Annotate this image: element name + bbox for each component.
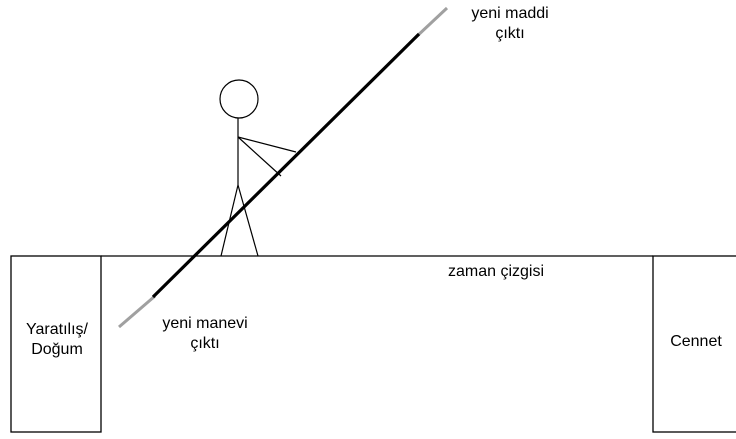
start-box-label-line-1: Yaratılış/ [26,321,88,338]
material-output-label-line-1: yeni maddi [471,5,549,22]
spiritual-output-label: yeni manevi çıktı [140,314,270,354]
start-box-label-line-2: Doğum [31,341,83,358]
material-output-label: yeni maddi çıktı [450,4,570,44]
stick-figure [219,79,297,257]
spiritual-output-label-line-2: çıktı [190,335,220,352]
start-box [10,255,102,433]
figure-leg-left [220,184,239,257]
end-box [652,255,736,433]
start-box-label: Yaratılış/ Doğum [12,320,102,360]
figure-arm-upper [237,136,297,153]
figure-head [219,79,259,119]
diagonal-line-faded-end [413,6,449,40]
timeline-label: zaman çizgisi [448,263,545,280]
figure-arm-lower [237,136,282,177]
end-box-label: Cennet [670,333,722,350]
material-output-label-line-2: çıktı [495,25,525,42]
diagonal-line-faded-start [118,294,156,329]
spiritual-output-label-line-1: yeni manevi [162,315,248,332]
figure-leg-right [237,184,259,257]
diagonal-line [151,32,421,299]
